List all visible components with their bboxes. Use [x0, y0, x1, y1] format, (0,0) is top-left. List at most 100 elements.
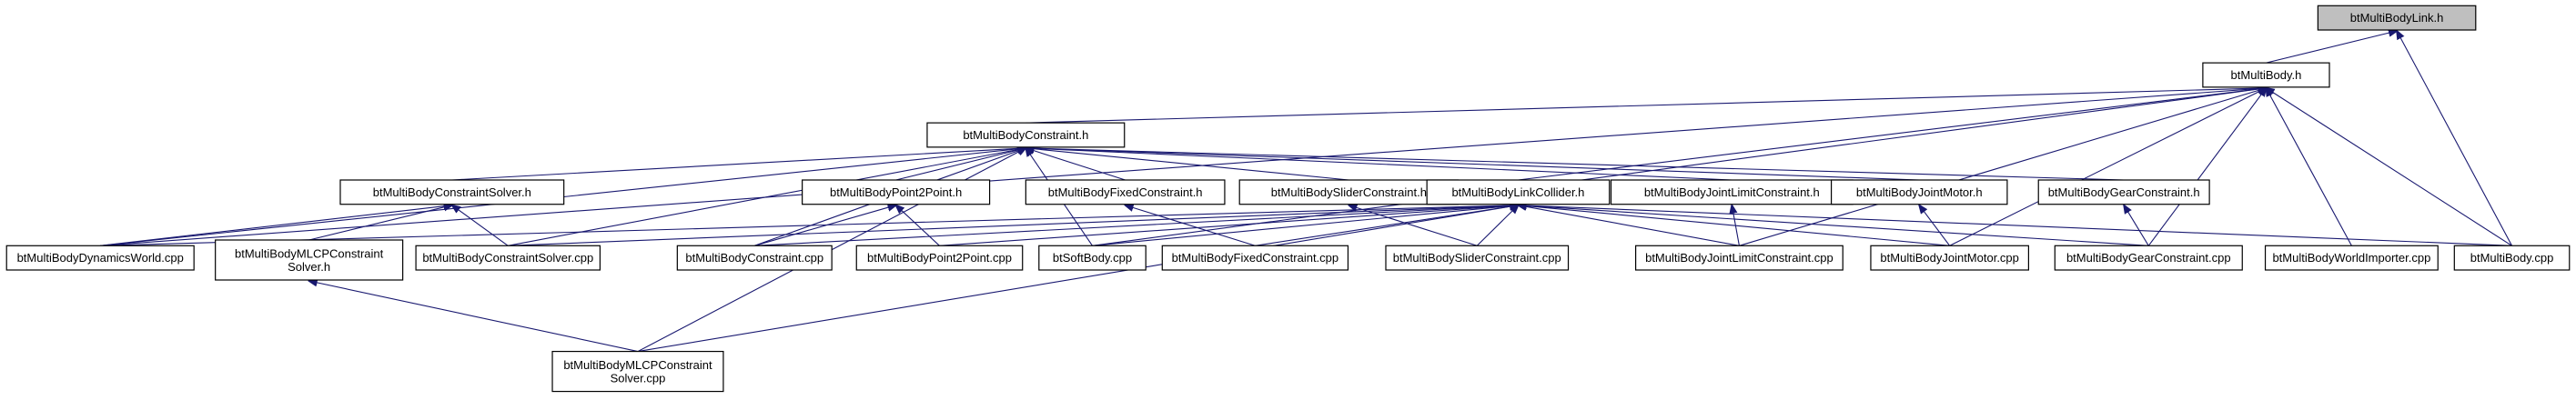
edge-mlcp_h-to-solver_h: [308, 205, 452, 241]
edge-gear_cpp-to-body_h: [2147, 88, 2266, 246]
node-label: btMultiBodyFixedConstraint.h: [1048, 185, 1203, 199]
node-jmotor-h[interactable]: btMultiBodyJointMotor.h: [1830, 179, 2008, 205]
node-box: [551, 350, 724, 393]
node-constraint-h[interactable]: btMultiBodyConstraint.h: [926, 122, 1126, 148]
node-box: [2037, 179, 2210, 205]
node-label: btSoftBody.cpp: [1053, 251, 1132, 265]
node-gear-h[interactable]: btMultiBodyGearConstraint.h: [2037, 179, 2210, 205]
edge-mlcp_cpp-to-collider_h: [637, 205, 1518, 353]
node-label: btMultiBodyMLCPConstraint: [563, 358, 712, 372]
node-box: [339, 179, 565, 205]
edge-slider_h-to-constraint_h: [1025, 148, 1349, 181]
node-link-h[interactable]: btMultiBodyLink.h: [2317, 5, 2477, 31]
edge-solver_cpp-to-constraint_h: [508, 148, 1025, 246]
node-solver-cpp[interactable]: btMultiBodyConstraintSolver.cpp: [415, 245, 601, 271]
node-fixed-h[interactable]: btMultiBodyFixedConstraint.h: [1025, 179, 1226, 205]
edge-p2p_cpp-to-collider_h: [939, 205, 1518, 246]
node-label: btMultiBodyPoint2Point.cpp: [867, 251, 1012, 265]
edge-body_h-to-link_h: [2266, 31, 2397, 64]
node-box: [1830, 179, 2008, 205]
node-p2p-cpp[interactable]: btMultiBodyPoint2Point.cpp: [855, 245, 1024, 271]
node-jmotor-cpp[interactable]: btMultiBodyJointMotor.cpp: [1870, 245, 2029, 271]
node-jlimit-cpp[interactable]: btMultiBodyJointLimitConstraint.cpp: [1635, 245, 1844, 271]
node-box: [5, 245, 195, 271]
node-box: [1426, 179, 1611, 205]
node-world-cpp[interactable]: btMultiBodyDynamicsWorld.cpp: [5, 245, 195, 271]
node-box: [2453, 245, 2571, 271]
node-label: btMultiBodyLink.h: [2350, 11, 2444, 25]
node-label: btMultiBodyConstraintSolver.h: [373, 185, 531, 199]
edge-world_cpp-to-body_h: [100, 88, 2266, 246]
node-constraint-cpp[interactable]: btMultiBodyConstraint.cpp: [676, 245, 833, 271]
node-label: btMultiBodyFixedConstraint.cpp: [1172, 251, 1339, 265]
edge-gear_cpp-to-collider_h: [1518, 205, 2149, 246]
edge-jlimit_cpp-to-collider_h: [1518, 205, 1740, 246]
edge-gear_cpp-to-gear_h: [2124, 205, 2149, 246]
edge-jmotor_cpp-to-body_h: [1949, 88, 2267, 246]
node-label: btMultiBodyMLCPConstraint: [235, 246, 384, 260]
node-box: [676, 245, 833, 271]
edge-world_cpp-to-solver_h: [100, 205, 452, 246]
edge-jlimit_h-to-constraint_h: [1025, 148, 1732, 181]
node-label: btMultiBodyConstraint.cpp: [685, 251, 823, 265]
node-label: btMultiBodyConstraintSolver.cpp: [422, 251, 593, 265]
node-gear-cpp[interactable]: btMultiBodyGearConstraint.cpp: [2054, 245, 2243, 271]
node-label: btMultiBodySliderConstraint.cpp: [1393, 251, 1561, 265]
node-label: btMultiBodyGearConstraint.h: [2048, 185, 2200, 199]
node-box: [1161, 245, 1349, 271]
node-box: [2264, 245, 2439, 271]
node-label: btMultiBodyJointLimitConstraint.h: [1644, 185, 1820, 199]
node-label: btMultiBodyGearConstraint.cpp: [2066, 251, 2231, 265]
node-label: Solver.h: [288, 260, 330, 274]
node-importer-cpp[interactable]: btMultiBodyWorldImporter.cpp: [2264, 245, 2439, 271]
node-box: [855, 245, 1024, 271]
edge-importer_cpp-to-body_h: [2266, 88, 2352, 246]
node-body-h[interactable]: btMultiBody.h: [2202, 62, 2330, 88]
node-slider-cpp[interactable]: btMultiBodySliderConstraint.cpp: [1385, 245, 1570, 271]
node-p2p-h[interactable]: btMultiBodyPoint2Point.h: [802, 179, 991, 205]
edge-jlimit_cpp-to-body_h: [1739, 88, 2266, 246]
node-box: [1870, 245, 2029, 271]
node-box: [2317, 5, 2477, 31]
node-jlimit-h[interactable]: btMultiBodyJointLimitConstraint.h: [1610, 179, 1854, 205]
edge-jmotor_cpp-to-collider_h: [1518, 205, 1950, 246]
edge-body_cpp-to-collider_h: [1518, 205, 2512, 246]
node-solver-h[interactable]: btMultiBodyConstraintSolver.h: [339, 179, 565, 205]
node-label: btMultiBodyConstraint.h: [963, 128, 1088, 142]
node-box: [1635, 245, 1844, 271]
edge-constraint_cpp-to-collider_h: [754, 205, 1518, 246]
node-collider-h[interactable]: btMultiBodyLinkCollider.h: [1426, 179, 1611, 205]
node-label: Solver.cpp: [611, 371, 666, 385]
edge-constraint_h-to-body_h: [1025, 88, 2266, 124]
node-label: btMultiBodyWorldImporter.cpp: [2272, 251, 2430, 265]
node-label: btMultiBodyJointLimitConstraint.cpp: [1645, 251, 1834, 265]
node-label: btMultiBodyPoint2Point.h: [830, 185, 962, 199]
node-layer: btMultiBodyLink.h btMultiBody.h btMultiBod…: [5, 5, 2571, 393]
node-label: btMultiBodyDynamicsWorld.cpp: [17, 251, 184, 265]
edge-body_cpp-to-body_h: [2266, 88, 2512, 246]
edge-body_cpp-to-link_h: [2397, 31, 2513, 246]
node-box: [926, 122, 1126, 148]
node-label: btMultiBody.cpp: [2470, 251, 2554, 265]
node-soft-cpp[interactable]: btSoftBody.cpp: [1038, 245, 1147, 271]
edge-mlcp_cpp-to-mlcp_h: [309, 281, 639, 353]
node-box: [1385, 245, 1570, 271]
edge-solver_cpp-to-collider_h: [508, 205, 1518, 246]
node-label: btMultiBody.h: [2231, 68, 2302, 82]
node-slider-h[interactable]: btMultiBodySliderConstraint.h: [1238, 179, 1460, 205]
node-box: [1025, 179, 1226, 205]
node-box: [802, 179, 991, 205]
node-box: [1038, 245, 1147, 271]
edge-p2p_cpp-to-p2p_h: [896, 205, 940, 246]
node-box: [2202, 62, 2330, 88]
node-label: btMultiBodyJointMotor.cpp: [1880, 251, 2018, 265]
edge-fixed_cpp-to-fixed_h: [1126, 205, 1256, 246]
node-body-cpp[interactable]: btMultiBody.cpp: [2453, 245, 2571, 271]
edge-gear_h-to-constraint_h: [1025, 148, 2125, 181]
edge-fixed_cpp-to-collider_h: [1255, 205, 1518, 246]
node-fixed-cpp[interactable]: btMultiBodyFixedConstraint.cpp: [1161, 245, 1349, 271]
edge-collider_h-to-body_h: [1518, 88, 2266, 181]
